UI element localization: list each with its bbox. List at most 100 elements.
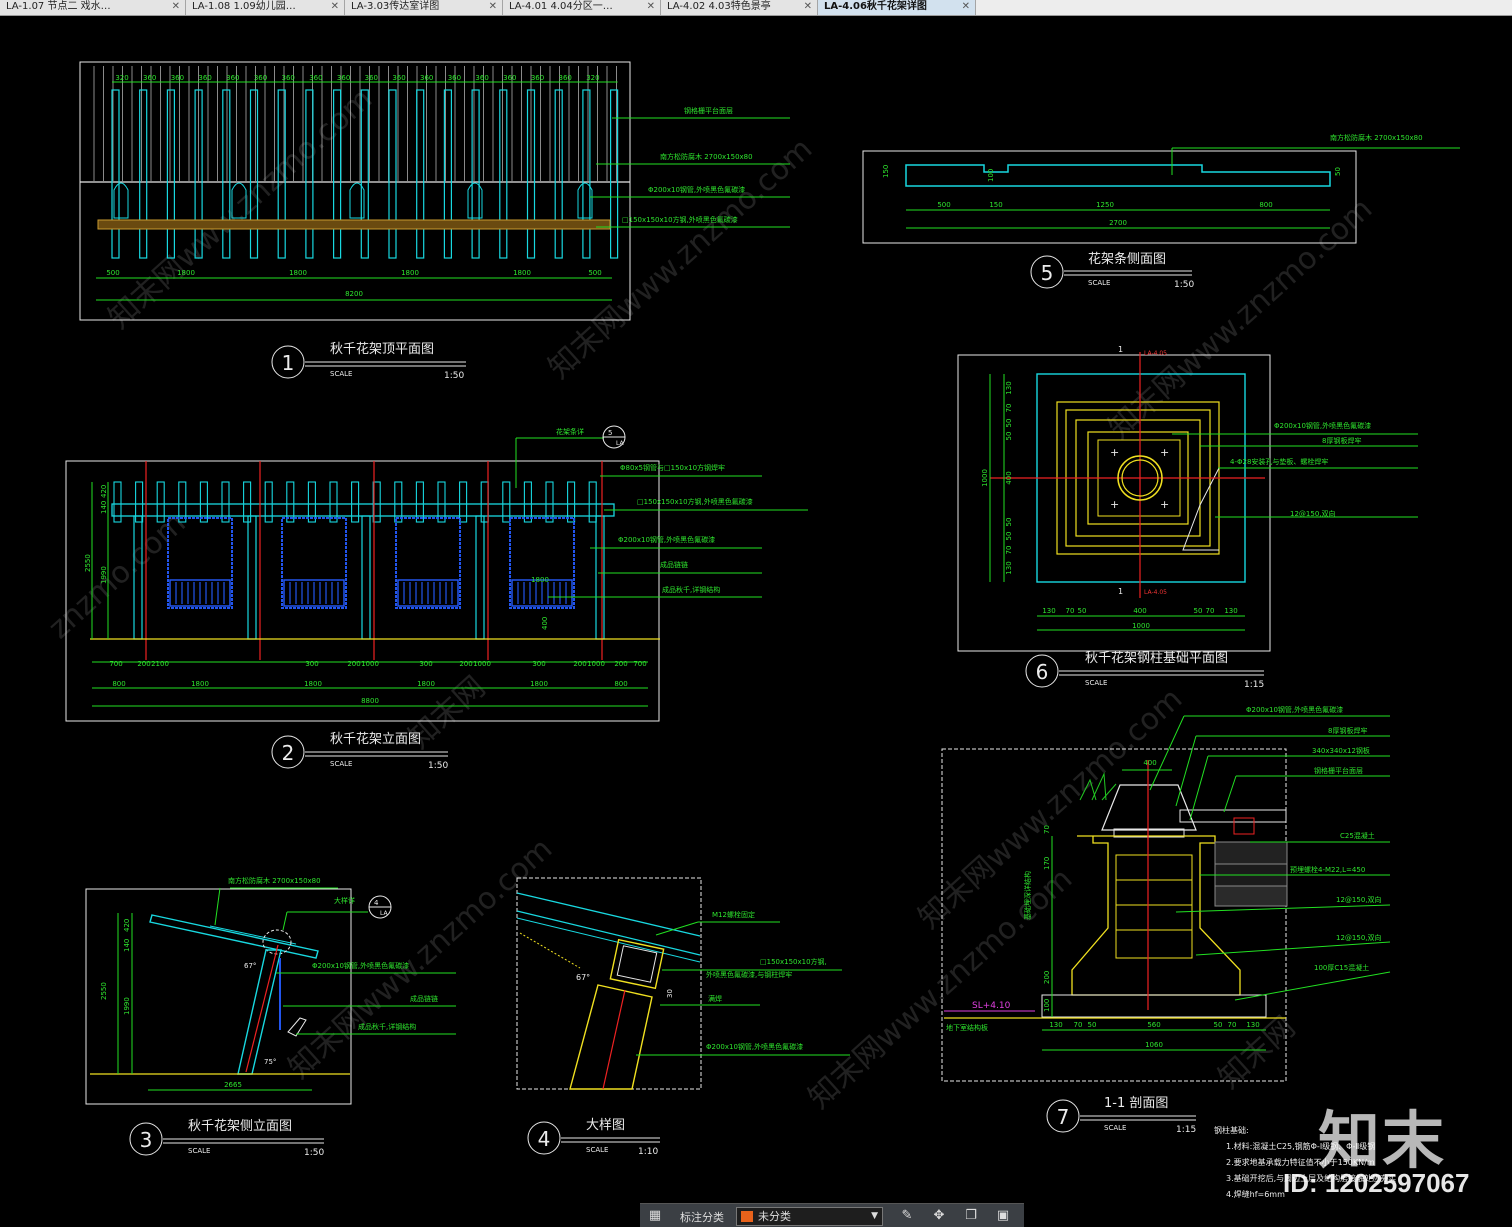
svg-text:420: 420: [100, 485, 108, 498]
svg-text:67°: 67°: [244, 962, 256, 970]
steel-beam: [97, 219, 611, 230]
beam: [139, 89, 148, 259]
svg-text:100: 100: [1043, 999, 1051, 1012]
dim: 70: [1005, 404, 1013, 413]
dim: 360: [282, 74, 295, 82]
close-icon[interactable]: ✕: [961, 1, 970, 12]
svg-text:8厚钢板焊牢: 8厚钢板焊牢: [1328, 726, 1367, 735]
drawing-3-side-elevation[interactable]: 南方松防腐木 2700x150x80 4 LA 大样详 Φ200x10钢管,外喷…: [85, 876, 456, 1158]
tab-la-4-06-active[interactable]: LA-4.06秋千花架详图 ✕: [818, 0, 976, 15]
svg-text:2665: 2665: [224, 1081, 242, 1089]
svg-text:满焊: 满焊: [708, 994, 722, 1003]
beam-end: [178, 481, 187, 523]
break-line: [1182, 467, 1220, 551]
dim: 360: [198, 74, 211, 82]
svg-text:1:50: 1:50: [304, 1148, 324, 1158]
beam-end: [221, 481, 230, 523]
svg-text:2700: 2700: [1109, 219, 1127, 227]
svg-text:LA: LA: [616, 440, 624, 447]
tab-la-1-08[interactable]: LA-1.08 1.09幼儿园… ✕: [186, 0, 345, 15]
scale-value: 1:50: [444, 371, 464, 381]
beam-end: [199, 481, 208, 523]
drawing-title: 秋千花架顶平面图: [330, 341, 434, 357]
dim: 200: [137, 660, 150, 668]
tab-la-1-07[interactable]: LA-1.07 节点二 戏水… ✕: [0, 0, 186, 15]
beam: [166, 89, 175, 259]
paste-icon[interactable]: ▣: [996, 1208, 1010, 1223]
beam-end: [415, 481, 424, 523]
tab-la-4-02[interactable]: LA-4.02 4.03特色景亭 ✕: [661, 0, 818, 15]
drawing-6-foundation-plan[interactable]: ++++ 1 LA-4.05 1 LA-4.05 Φ200x10钢管,外喷黑色氟…: [957, 345, 1418, 690]
svg-text:钢柱基础:: 钢柱基础:: [1214, 1125, 1249, 1135]
beam: [360, 89, 369, 259]
svg-text:Φ200x10钢管,外喷黑色氟碳漆: Φ200x10钢管,外喷黑色氟碳漆: [1274, 421, 1371, 430]
tab-label: LA-1.07 节点二 戏水…: [6, 1, 111, 12]
bottom-dimensions: 500 1800 1800 1800 1800 500 8200: [96, 269, 612, 301]
tab-la-3-03[interactable]: LA-3.03传达室详图 ✕: [345, 0, 503, 15]
dim: 130: [1246, 1021, 1259, 1029]
dim: 1000: [361, 660, 379, 668]
cad-drawing-canvas[interactable]: 知末网www.znzmo.com 知末网www.znzmo.com 知末网www…: [0, 16, 1512, 1202]
drawing-7-section[interactable]: 400 Φ200x10钢管,外喷黑色氟碳漆 8厚钢板焊牢 340x340x12钢…: [941, 705, 1391, 1135]
dim: 130: [1042, 607, 1055, 615]
grid-icon[interactable]: ▦: [648, 1208, 662, 1223]
svg-text:70: 70: [1043, 825, 1051, 834]
dim: 300: [532, 660, 545, 668]
column: [595, 515, 605, 640]
title-block: 4 大样图 SCALE 1:10: [527, 1118, 660, 1157]
svg-text:□150x150x10方钢,外喷黑色氟碳漆: □150x150x10方钢,外喷黑色氟碳漆: [637, 497, 753, 506]
annotation-category-select[interactable]: 未分类 ▼: [736, 1207, 883, 1226]
left-dimensions: 70 170 200 100: [1043, 825, 1053, 1017]
annotation-toolbar: ▦ 标注分类 未分类 ▼ ✎ ✥ ❐ ▣: [640, 1203, 1024, 1227]
column-cap: [113, 182, 129, 219]
close-icon[interactable]: ✕: [330, 1, 339, 12]
close-icon[interactable]: ✕: [646, 1, 655, 12]
svg-text:800: 800: [1259, 201, 1272, 209]
beam: [443, 89, 452, 259]
swing-frame: [167, 517, 233, 609]
tab-la-4-01[interactable]: LA-4.01 4.04分区一… ✕: [503, 0, 661, 15]
dim: 360: [337, 74, 350, 82]
svg-text:成品链链: 成品链链: [660, 560, 688, 569]
svg-text:1800: 1800: [417, 680, 435, 688]
column-cap: [467, 182, 483, 219]
svg-text:1800: 1800: [191, 680, 209, 688]
svg-text:12@150,双向: 12@150,双向: [1336, 933, 1382, 942]
dim: 1800: [289, 269, 307, 277]
drawing-tab-bar: LA-1.07 节点二 戏水… ✕ LA-1.08 1.09幼儿园… ✕ LA-…: [0, 0, 1512, 16]
beam-end: [545, 481, 554, 523]
drawing-4-detail[interactable]: 67° 30 M12螺栓固定 □150x150x10方钢, 外喷黑色氟碳漆,与钢…: [516, 877, 850, 1157]
viewport-frame: [85, 888, 352, 1105]
steel-pipe: [569, 984, 653, 1090]
dim: 1000: [587, 660, 605, 668]
beam: [249, 89, 259, 259]
edit-icon[interactable]: ✎: [901, 1208, 913, 1223]
svg-text:1990: 1990: [123, 997, 131, 1015]
dim: 1800: [177, 269, 195, 277]
beam: [222, 89, 231, 259]
svg-text:400: 400: [1143, 759, 1156, 767]
svg-text:Φ200x10钢管,外喷黑色氟碳漆: Φ200x10钢管,外喷黑色氟碳漆: [1246, 705, 1343, 714]
close-icon[interactable]: ✕: [803, 1, 812, 12]
close-icon[interactable]: ✕: [171, 1, 180, 12]
svg-text:1250: 1250: [1096, 201, 1114, 209]
svg-text:6: 6: [1036, 660, 1049, 684]
beam: [526, 89, 536, 259]
viewport-frame: [516, 877, 702, 1090]
svg-text:30: 30: [666, 989, 674, 998]
beam-ends: [113, 481, 597, 523]
move-icon[interactable]: ✥: [933, 1208, 945, 1223]
svg-text:1800: 1800: [304, 680, 322, 688]
drawing-2-elevation[interactable]: 花架条详 5 LA Φ80x5钢管与□150x10方钢焊牢 □150x150x1…: [65, 425, 808, 771]
svg-text:800: 800: [614, 680, 627, 688]
drawing-5-beam-side[interactable]: 南方松防腐木 2700x150x80 500 150 1250 800 2700…: [862, 133, 1460, 290]
svg-text:12@150,双向: 12@150,双向: [1290, 509, 1336, 518]
dim: 200: [347, 660, 360, 668]
close-icon[interactable]: ✕: [488, 1, 497, 12]
copy-icon[interactable]: ❐: [965, 1208, 977, 1223]
dim: 320: [586, 74, 599, 82]
beam: [416, 89, 425, 259]
dim: 400: [1133, 607, 1146, 615]
